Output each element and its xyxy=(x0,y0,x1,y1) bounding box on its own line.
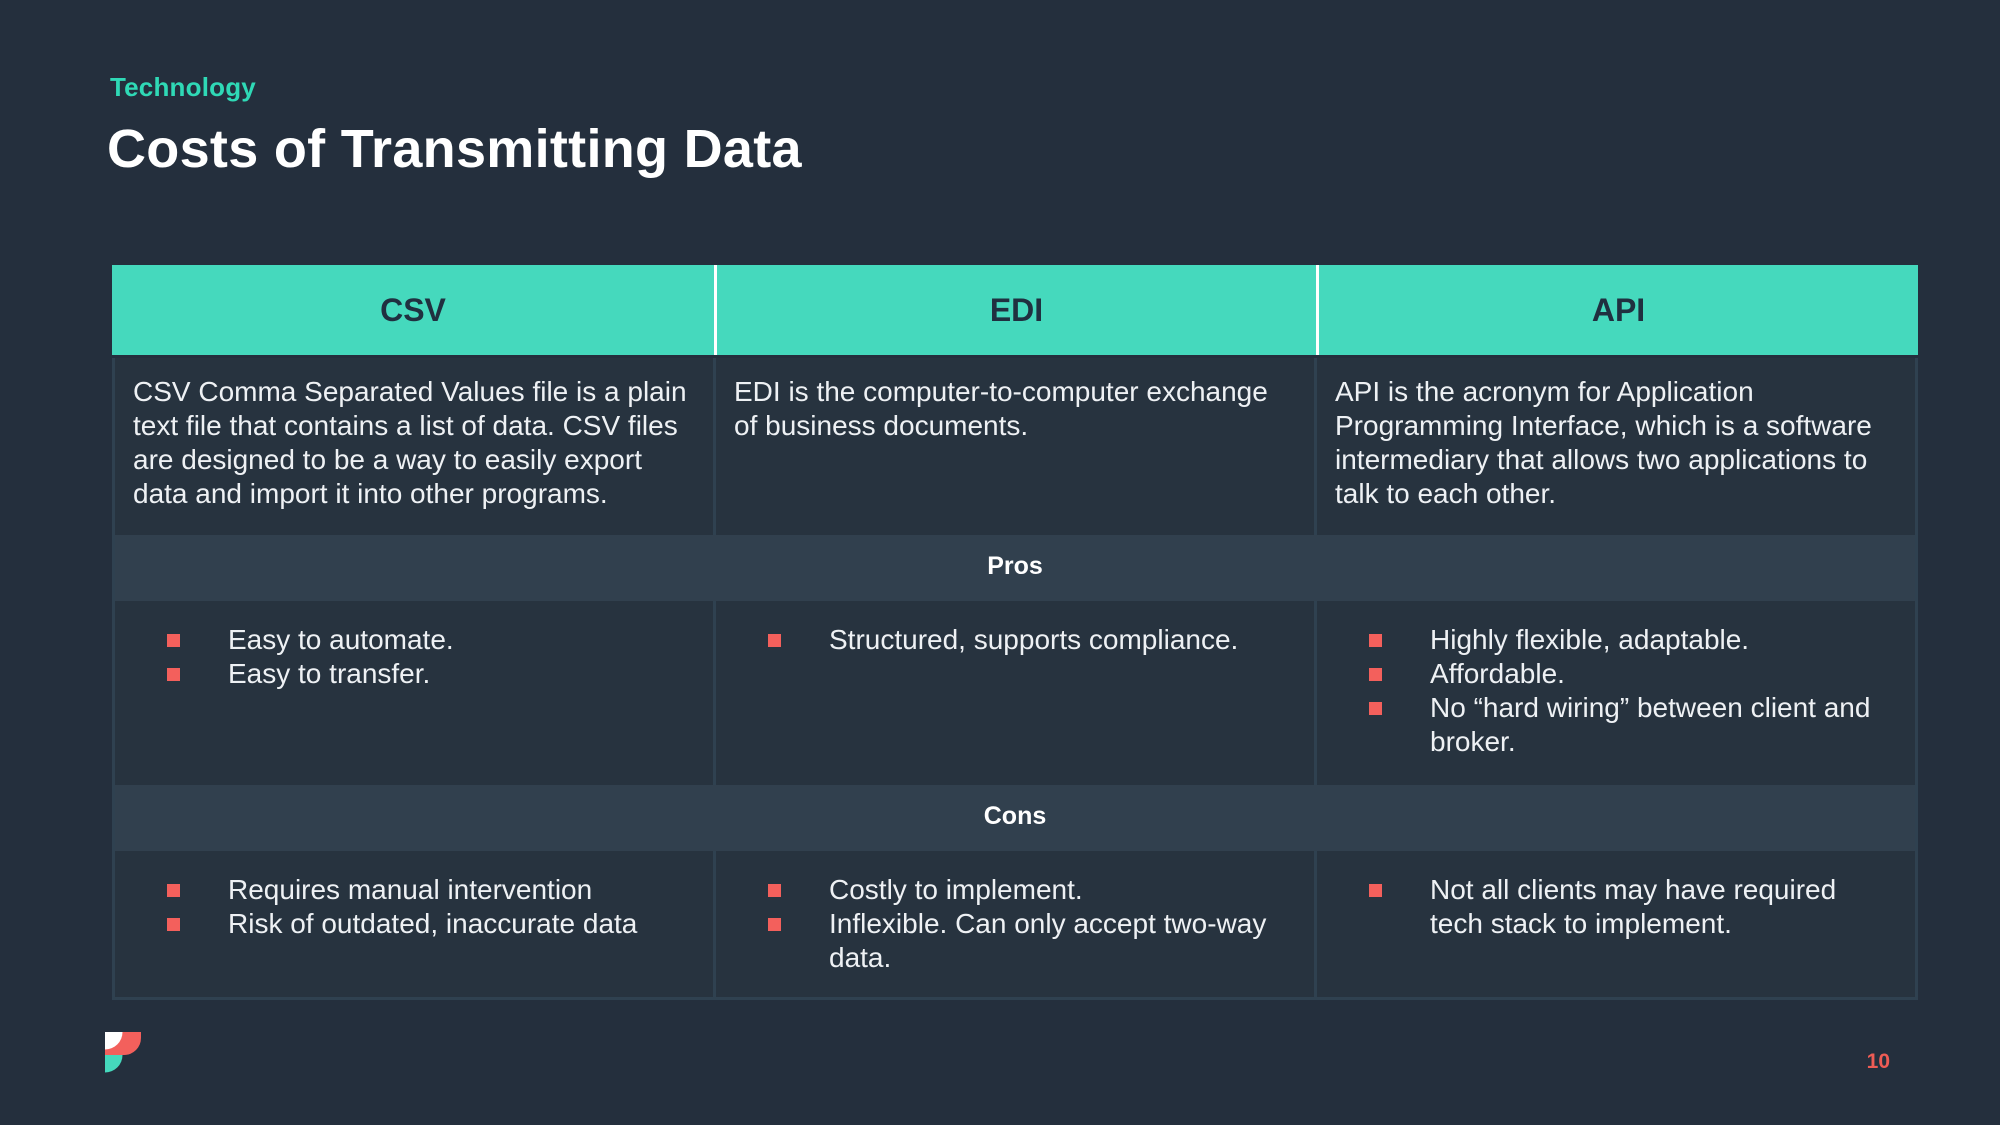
api-cons-cell: Not all clients may have required tech s… xyxy=(1317,851,1915,997)
pros-row: Easy to automate. Easy to transfer. Stru… xyxy=(115,601,1915,785)
pros-section-header: Pros xyxy=(115,535,1915,601)
list-item: Risk of outdated, inaccurate data xyxy=(115,907,691,941)
list-item: Easy to automate. xyxy=(115,623,691,657)
table-body: CSV Comma Separated Values file is a pla… xyxy=(112,358,1918,1000)
list-item-text: Easy to automate. xyxy=(228,624,454,655)
cons-row: Requires manual intervention Risk of out… xyxy=(115,851,1915,997)
square-bullet-icon xyxy=(768,884,781,897)
edi-description-cell: EDI is the computer-to-computer exchange… xyxy=(716,358,1314,535)
list-item: Requires manual intervention xyxy=(115,873,691,907)
csv-pros-cell: Easy to automate. Easy to transfer. xyxy=(115,601,713,785)
table-header-row: CSV EDI API xyxy=(112,265,1918,355)
csv-cons-cell: Requires manual intervention Risk of out… xyxy=(115,851,713,997)
edi-cons-cell: Costly to implement. Inflexible. Can onl… xyxy=(716,851,1314,997)
square-bullet-icon xyxy=(768,634,781,647)
cons-section-header: Cons xyxy=(115,785,1915,851)
edi-pros-list: Structured, supports compliance. xyxy=(716,623,1292,657)
column-header-api: API xyxy=(1316,265,1918,355)
api-pros-cell: Highly flexible, adaptable. Affordable. … xyxy=(1317,601,1915,785)
list-item-text: No “hard wiring” between client and brok… xyxy=(1430,692,1871,757)
list-item-text: Costly to implement. xyxy=(829,874,1083,905)
list-item: Not all clients may have required tech s… xyxy=(1317,873,1893,941)
list-item: Easy to transfer. xyxy=(115,657,691,691)
list-item-text: Inflexible. Can only accept two-way data… xyxy=(829,908,1267,973)
square-bullet-icon xyxy=(1369,884,1382,897)
list-item: Affordable. xyxy=(1317,657,1893,691)
square-bullet-icon xyxy=(167,884,180,897)
list-item-text: Risk of outdated, inaccurate data xyxy=(228,908,638,939)
page-number: 10 xyxy=(1866,1050,1890,1073)
square-bullet-icon xyxy=(768,918,781,931)
csv-pros-list: Easy to automate. Easy to transfer. xyxy=(115,623,691,691)
square-bullet-icon xyxy=(1369,668,1382,681)
square-bullet-icon xyxy=(1369,702,1382,715)
square-bullet-icon xyxy=(167,634,180,647)
list-item-text: Easy to transfer. xyxy=(228,658,431,689)
square-bullet-icon xyxy=(167,918,180,931)
list-item-text: Affordable. xyxy=(1430,658,1565,689)
page-title: Costs of Transmitting Data xyxy=(107,119,802,179)
list-item: No “hard wiring” between client and brok… xyxy=(1317,691,1893,759)
square-bullet-icon xyxy=(1369,634,1382,647)
comparison-table: CSV EDI API CSV Comma Separated Values f… xyxy=(112,265,1918,1000)
list-item-text: Highly flexible, adaptable. xyxy=(1430,624,1750,655)
csv-description-cell: CSV Comma Separated Values file is a pla… xyxy=(115,358,713,535)
list-item: Highly flexible, adaptable. xyxy=(1317,623,1893,657)
api-cons-list: Not all clients may have required tech s… xyxy=(1317,873,1893,941)
list-item-text: Structured, supports compliance. xyxy=(829,624,1239,655)
csv-cons-list: Requires manual intervention Risk of out… xyxy=(115,873,691,941)
eyebrow-label: Technology xyxy=(110,72,256,102)
list-item: Inflexible. Can only accept two-way data… xyxy=(716,907,1292,975)
edi-cons-list: Costly to implement. Inflexible. Can onl… xyxy=(716,873,1292,975)
description-row: CSV Comma Separated Values file is a pla… xyxy=(115,358,1915,535)
list-item: Costly to implement. xyxy=(716,873,1292,907)
square-bullet-icon xyxy=(167,668,180,681)
api-description-cell: API is the acronym for Application Progr… xyxy=(1317,358,1915,535)
brand-logo-icon xyxy=(105,1032,141,1073)
edi-pros-cell: Structured, supports compliance. xyxy=(716,601,1314,785)
list-item-text: Not all clients may have required tech s… xyxy=(1430,874,1837,939)
column-header-csv: CSV xyxy=(112,265,714,355)
list-item-text: Requires manual intervention xyxy=(228,874,593,905)
api-pros-list: Highly flexible, adaptable. Affordable. … xyxy=(1317,623,1893,759)
column-header-edi: EDI xyxy=(714,265,1316,355)
list-item: Structured, supports compliance. xyxy=(716,623,1292,657)
